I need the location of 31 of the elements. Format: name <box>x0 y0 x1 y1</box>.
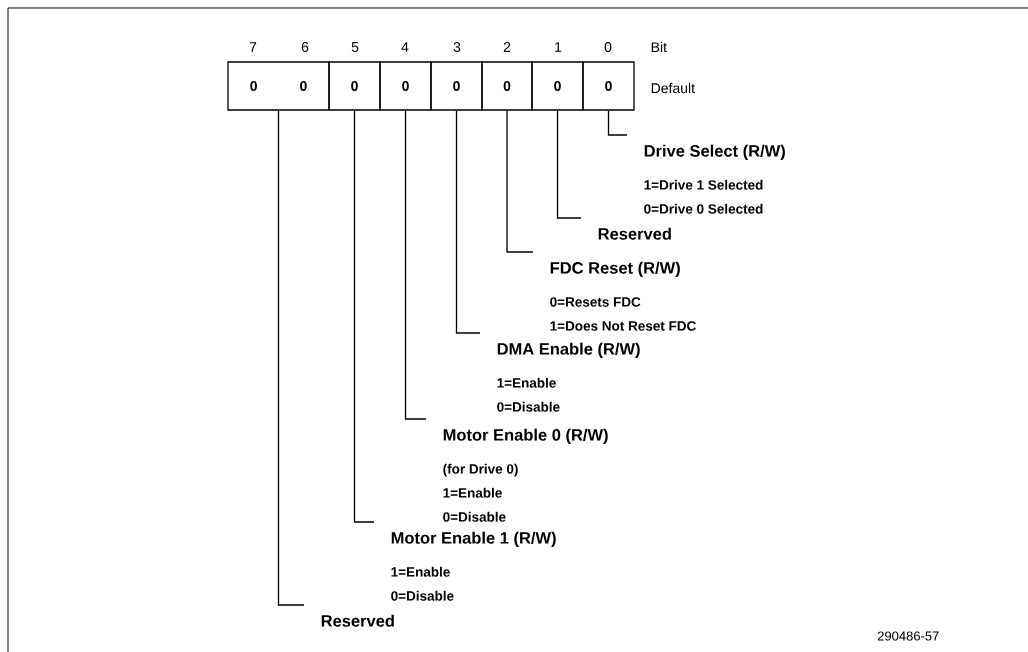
bit-number: 4 <box>401 42 409 52</box>
leader-line <box>353 110 375 523</box>
register-cell: 0 <box>430 61 483 111</box>
bit-description: Reserved <box>321 614 394 627</box>
register-cell: 0 <box>582 61 635 111</box>
bit-number: 6 <box>301 42 309 52</box>
leader-line <box>404 110 427 420</box>
bit-description: Motor Enable 1 (R/W) 1=Enable 0=Disable <box>391 531 556 601</box>
leader-line <box>506 110 534 253</box>
row-label: Bit <box>651 41 667 53</box>
leader-line <box>455 110 481 334</box>
bit-number: 0 <box>604 42 612 52</box>
figure-number: 290486-57 <box>877 631 939 641</box>
leader-line <box>607 110 628 136</box>
bit-number: 2 <box>503 42 511 52</box>
bit-description: Motor Enable 0 (R/W) (for Drive 0) 1=Enable 0=Disable <box>443 428 608 522</box>
leader-line <box>556 110 582 219</box>
bit-description: Drive Select (R/W) 1=Drive 1 Selected 0=Drive 0 Selected <box>644 144 785 214</box>
bit-number: 1 <box>555 42 562 52</box>
leader-line <box>277 110 305 606</box>
register-cell: 0 <box>531 61 584 111</box>
register-cell: 0 0 <box>227 61 330 111</box>
register-cell: 0 <box>328 61 381 111</box>
bit-description: Reserved <box>598 227 671 240</box>
bit-number: 5 <box>351 42 359 52</box>
row-label: Default <box>651 82 695 94</box>
register-cell: 0 <box>379 61 432 111</box>
bit-number: 3 <box>453 42 461 52</box>
bit-description: DMA Enable (R/W) 1=Enable 0=Disable <box>497 342 640 412</box>
bit-description: FDC Reset (R/W) 0=Resets FDC 1=Does Not Reset FDC <box>550 261 696 331</box>
register-cell: 0 <box>481 61 533 111</box>
